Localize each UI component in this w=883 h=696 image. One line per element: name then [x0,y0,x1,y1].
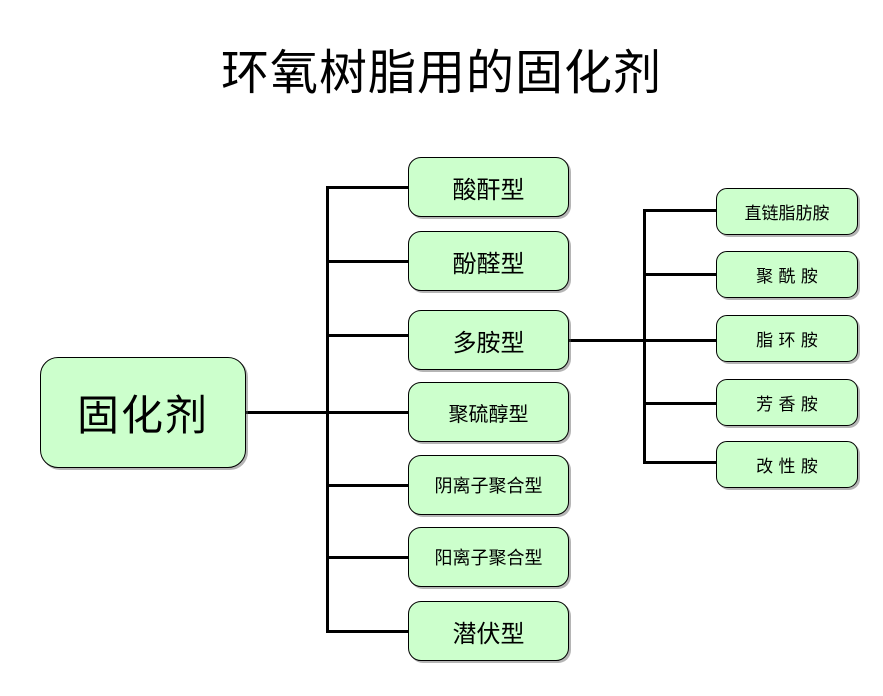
node-sub-branch-label: 直链脂肪胺 [744,204,830,224]
node-branch-label: 多胺型 [452,328,525,357]
node-branch-phenolic[interactable]: 酚醛型 [408,231,569,291]
connector-sub-branch-4 [643,402,718,405]
connector-branch-6 [326,556,410,559]
connector-polyamine-to-sub-spine [567,339,646,342]
node-sub-branch-label: 脂 环 胺 [756,331,818,351]
node-branch-acid-anhydride[interactable]: 酸酐型 [408,157,569,217]
connector-root-to-spine [245,411,329,414]
node-branch-label: 酚醛型 [452,249,525,278]
node-sub-branch-alicyclic-amine[interactable]: 脂 环 胺 [716,315,858,362]
connector-branch-1 [326,186,410,189]
node-branch-polythiol[interactable]: 聚硫醇型 [408,382,569,442]
node-sub-branch-label: 改 性 胺 [756,457,818,477]
node-branch-label: 潜伏型 [452,619,525,648]
connector-branch-3 [326,334,410,337]
node-root-label: 固化剂 [76,391,209,440]
connector-branch-4 [326,411,410,414]
node-sub-branch-modified-amine[interactable]: 改 性 胺 [716,441,858,488]
node-sub-branch-polyamide[interactable]: 聚 酰 胺 [716,251,858,298]
node-sub-branch-aromatic-amine[interactable]: 芳 香 胺 [716,379,858,426]
connector-branch-5 [326,484,410,487]
node-branch-label: 阳离子聚合型 [434,548,543,569]
node-sub-branch-linear-aliphatic-amine[interactable]: 直链脂肪胺 [716,188,858,235]
node-branch-cationic-polymerization[interactable]: 阳离子聚合型 [408,527,569,587]
node-branch-latent[interactable]: 潜伏型 [408,601,569,661]
node-branch-label: 酸酐型 [452,175,525,204]
connector-branch-7 [326,630,410,633]
connector-sub-branch-5 [643,461,718,464]
connector-sub-branch-3 [643,339,718,342]
node-sub-branch-label: 芳 香 胺 [756,395,818,415]
node-branch-label: 阴离子聚合型 [434,476,543,497]
page-title: 环氧树脂用的固化剂 [220,45,662,101]
node-sub-branch-label: 聚 酰 胺 [756,267,818,287]
node-branch-anionic-polymerization[interactable]: 阴离子聚合型 [408,455,569,515]
node-root-curing-agent[interactable]: 固化剂 [40,357,246,468]
node-branch-polyamine[interactable]: 多胺型 [408,310,569,370]
connector-sub-spine [643,210,646,463]
connector-branch-2 [326,260,410,263]
node-branch-label: 聚硫醇型 [448,401,529,426]
connector-sub-branch-2 [643,273,718,276]
connector-sub-branch-1 [643,209,718,212]
